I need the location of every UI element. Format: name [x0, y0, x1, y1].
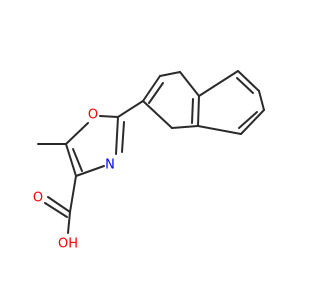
bond-c2-n3-double [121, 121, 125, 153]
bond-o1-c2 [99, 115, 119, 118]
bond-naph-4d [191, 98, 194, 124]
bond-naph-1d [148, 82, 164, 104]
bond-c-o-double-a [47, 196, 71, 213]
molecule-diagram: O N O OH [0, 0, 300, 300]
background [0, 0, 300, 300]
atom-ring-nitrogen: N [105, 158, 115, 173]
structure-svg: O N O OH [0, 0, 300, 300]
bond-naph-8 [237, 70, 260, 92]
bond-c-o-double-b [44, 202, 68, 218]
bond-c-oh [67, 211, 71, 234]
bond-n3-c4 [75, 165, 105, 177]
atom-ring-oxygen: O [88, 108, 98, 123]
bond-naph-3 [179, 71, 200, 97]
bond-naph-4 [197, 95, 200, 127]
bond-naph-7 [198, 70, 239, 97]
bond-naph-8d [236, 77, 254, 94]
bond-naph-10d [238, 111, 258, 129]
bond-c2-n3 [115, 116, 119, 155]
atom-carbonyl-oxygen: O [33, 191, 43, 206]
bond-naph-6 [142, 100, 173, 129]
bond-naph-10 [240, 109, 265, 135]
bond-naph-2 [159, 71, 181, 77]
bond-naph-11 [197, 125, 242, 135]
bond-c4-c5-double [72, 148, 83, 172]
bond-c5-o1 [65, 122, 89, 145]
bond-naph-1 [142, 75, 161, 102]
bond-naph-9 [258, 90, 265, 111]
bond-c4-c5 [65, 143, 77, 177]
atom-hydroxyl: OH [58, 237, 78, 252]
bond-naph-5 [171, 125, 199, 129]
bond-c4-cooh [69, 175, 77, 213]
bond-c2-naph [117, 100, 144, 118]
